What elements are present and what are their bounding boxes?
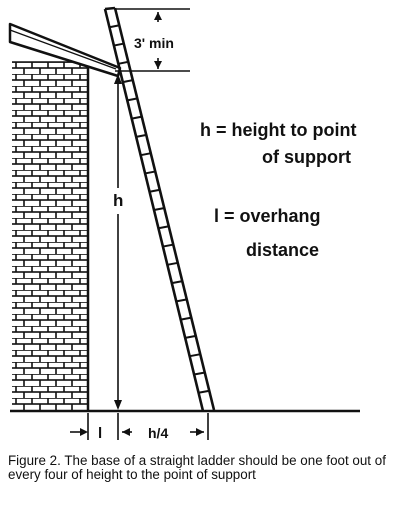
ladder-rung bbox=[176, 298, 188, 303]
clearance-label: 3' min bbox=[134, 35, 174, 51]
ladder-rung bbox=[144, 170, 156, 175]
ladder-rung bbox=[140, 152, 152, 157]
ladder-rung bbox=[109, 24, 120, 29]
height-label: h bbox=[113, 191, 123, 210]
ladder bbox=[103, 6, 216, 412]
figure-caption: Figure 2. The base of a straight ladder … bbox=[8, 453, 386, 482]
ladder-rung bbox=[135, 133, 147, 138]
ladder-rung bbox=[153, 207, 165, 211]
legend-h-line2: of support bbox=[262, 147, 351, 167]
legend: h = height to point of support l = overh… bbox=[200, 120, 356, 260]
ladder-rung bbox=[122, 79, 134, 84]
ladder-rung bbox=[180, 316, 192, 321]
ladder-rung bbox=[162, 243, 174, 248]
base-offset-label: h/4 bbox=[148, 425, 168, 441]
ladder-rung bbox=[198, 389, 210, 394]
ladder-rungs bbox=[109, 24, 210, 394]
height-dimension: h bbox=[113, 74, 123, 410]
overhang-label: l bbox=[98, 425, 102, 442]
ladder-rung bbox=[149, 188, 161, 193]
ladder-safety-diagram: 3' min h l h/4 h = height to point of su… bbox=[8, 6, 360, 442]
ladder-rung bbox=[158, 225, 170, 230]
clearance-dimension: 3' min bbox=[115, 8, 190, 72]
base-dimensions: l h/4 bbox=[70, 413, 209, 442]
ladder-rung bbox=[127, 97, 138, 102]
ladder-rung bbox=[113, 42, 125, 47]
legend-h-line1: h = height to point bbox=[200, 120, 356, 140]
ladder-rung bbox=[171, 280, 183, 285]
ladder-rung bbox=[185, 334, 197, 339]
ladder-rung bbox=[131, 115, 143, 120]
brick-wall bbox=[12, 61, 90, 411]
ladder-rung bbox=[118, 60, 129, 65]
ladder-rung bbox=[189, 353, 201, 358]
ladder-rung bbox=[167, 261, 179, 266]
legend-l-line1: l = overhang bbox=[214, 206, 321, 226]
legend-l-line2: distance bbox=[246, 240, 319, 260]
ladder-rung bbox=[193, 371, 206, 376]
